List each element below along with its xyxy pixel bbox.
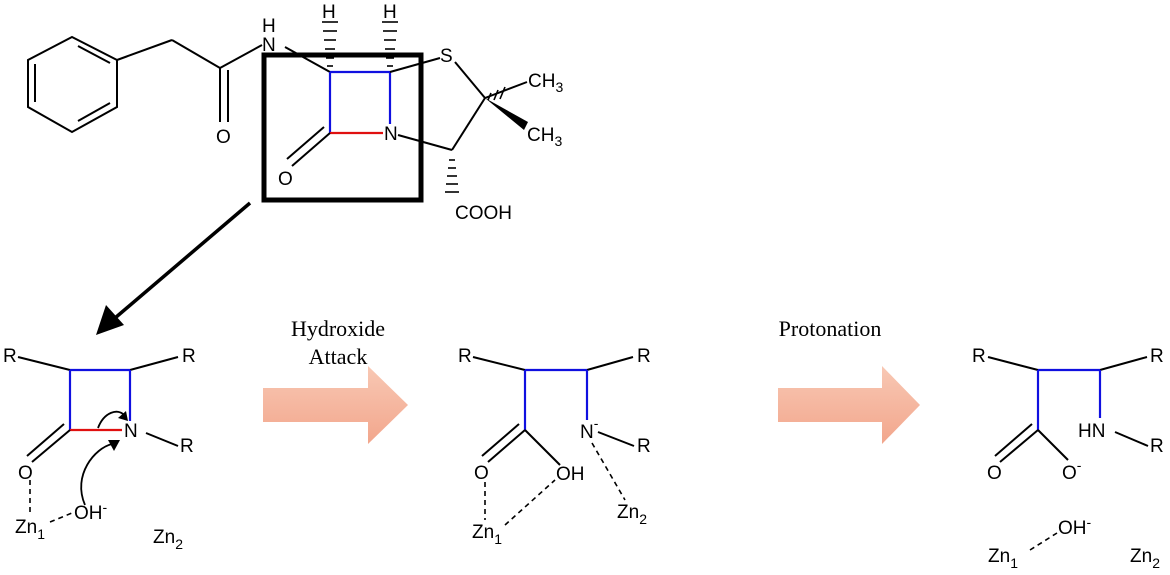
stereo-h1-label: H — [322, 2, 336, 23]
cooh-label: COOH — [455, 203, 512, 224]
zoom-arrow — [96, 201, 252, 335]
step-1-label-line1: Hydroxide — [291, 316, 385, 341]
amide-oxygen-label: O — [216, 127, 231, 148]
panel2-oh: OH — [556, 464, 585, 485]
panel3-r2: R — [1150, 346, 1164, 367]
panel3-r3: R — [1150, 436, 1164, 457]
stereo-h2-label: H — [383, 2, 397, 23]
stereo-hash-bonds — [322, 21, 506, 193]
highlight-box — [261, 52, 424, 203]
panel1-r2: R — [182, 346, 196, 367]
panel-2-intermediate — [472, 356, 635, 526]
panel2-r2: R — [637, 346, 651, 367]
step-arrow-2 — [778, 366, 920, 444]
panel-1-substrate — [17, 356, 179, 523]
panel1-o: O — [18, 463, 33, 484]
panel1-r1: R — [3, 346, 17, 367]
panel1-oh: OH- — [74, 499, 108, 524]
panel3-r1: R — [972, 346, 986, 367]
panel3-o: O — [987, 463, 1002, 484]
amide-n-label: N — [262, 35, 276, 56]
panel2-n: N- — [580, 415, 599, 443]
ch3-bottom-label: CH3 — [527, 125, 562, 149]
panel1-r3: R — [180, 436, 194, 457]
panel2-zn1: Zn1 — [472, 522, 502, 547]
panel3-zn2: Zn2 — [1130, 546, 1160, 571]
penicillin-structure — [27, 35, 528, 167]
panel1-n: N — [124, 421, 138, 442]
panel3-oh: OH- — [1058, 514, 1092, 539]
benzene-ring — [27, 35, 118, 134]
panel3-zn1: Zn1 — [988, 546, 1018, 571]
sulfur-label: S — [440, 46, 453, 67]
panel2-o: O — [474, 463, 489, 484]
panel1-zn1: Zn1 — [15, 517, 45, 542]
step-arrow-1 — [263, 366, 408, 444]
lactam-oxygen-label: O — [278, 169, 293, 190]
ch3-top-label: CH3 — [528, 71, 563, 95]
panel2-zn2: Zn2 — [617, 502, 647, 527]
panel2-r1: R — [458, 346, 472, 367]
ring-nitrogen-label: N — [384, 124, 398, 145]
amide-nh-label: H — [262, 16, 276, 37]
step-2-label: Protonation — [779, 316, 882, 341]
step-1-label-line2: Attack — [309, 344, 368, 369]
panel2-r3: R — [637, 436, 651, 457]
panel1-zn2: Zn2 — [153, 527, 183, 552]
wedge-bond — [485, 98, 528, 130]
panel-3-product — [987, 356, 1149, 551]
panel3-o-carboxylate: O- — [1062, 457, 1082, 484]
panel3-hn: HN — [1078, 421, 1105, 442]
